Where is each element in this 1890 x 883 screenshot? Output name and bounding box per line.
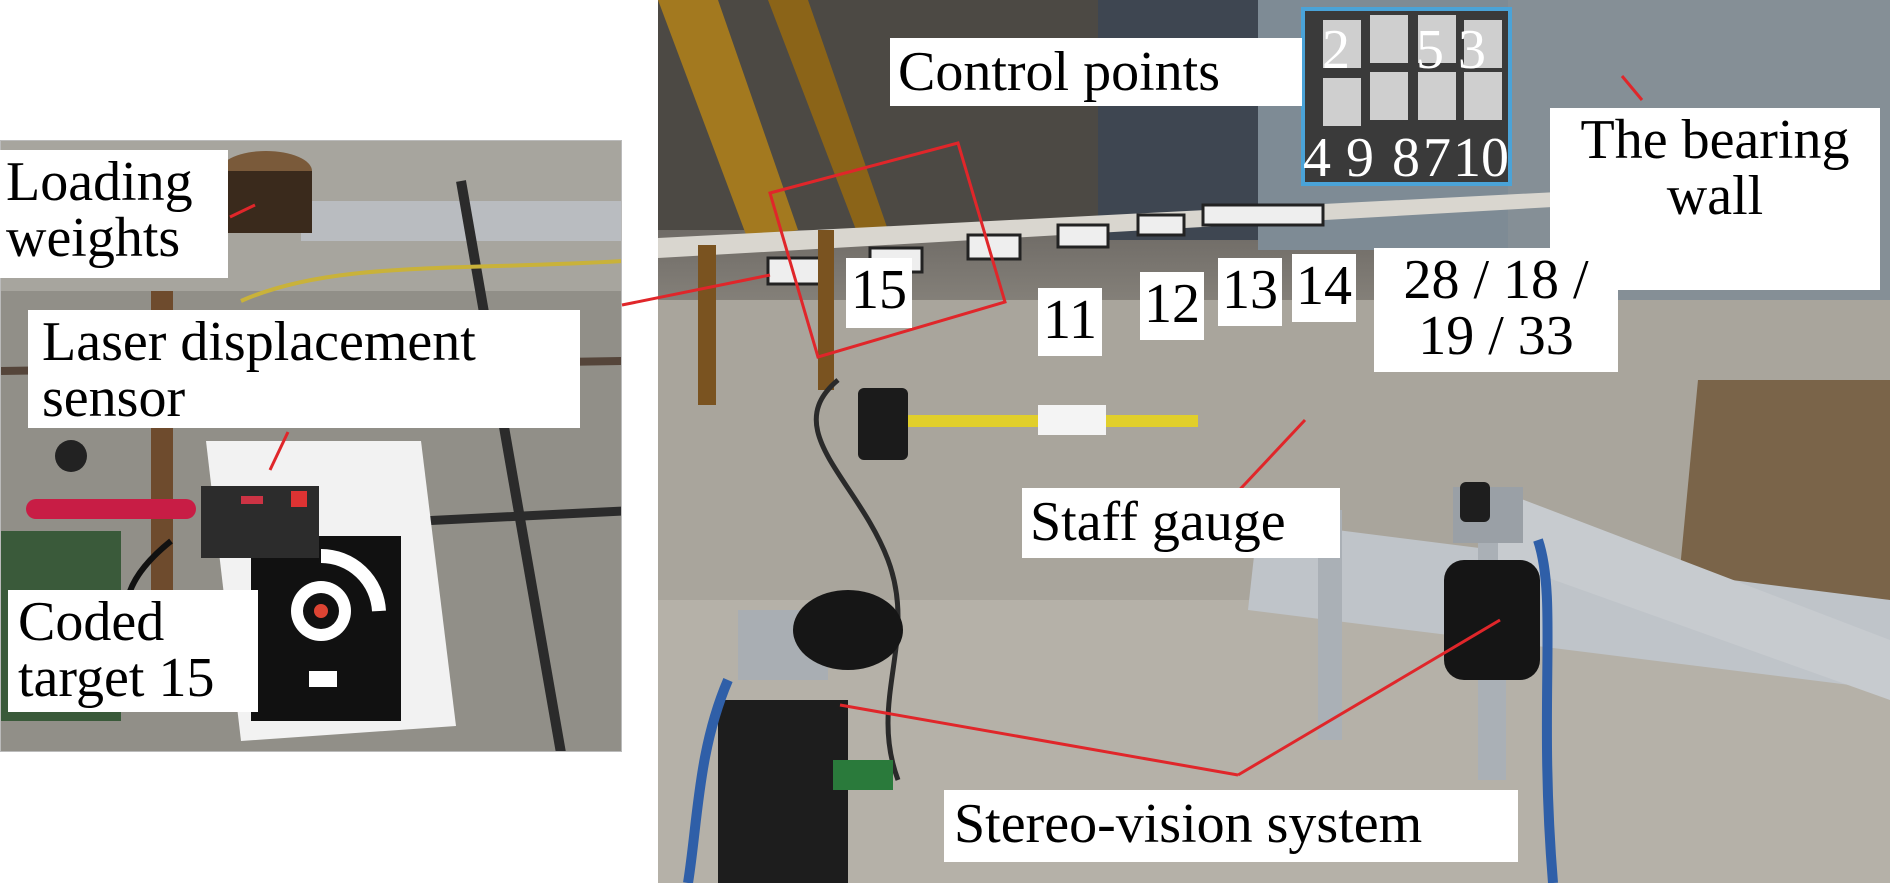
control-point-3: 3: [1458, 19, 1486, 81]
leader-stereo-right: [1237, 618, 1501, 777]
target-label-13: 13: [1218, 258, 1282, 326]
label-control-points: Control points: [890, 38, 1302, 106]
label-laser-line1: Laser displacement: [42, 311, 476, 373]
control-point-9: 9: [1346, 127, 1374, 189]
target-label-12: 12: [1140, 272, 1204, 340]
label-loading-weights-line2: weights: [6, 207, 181, 269]
target-label-15: 15: [846, 258, 912, 328]
leader-laser-sensor: [268, 431, 290, 471]
label-laser-sensor: Laser displacement sensor: [28, 310, 580, 428]
control-point-10: 10: [1453, 127, 1509, 189]
target-label-11: 11: [1038, 288, 1102, 356]
label-coded-target: Coded target 15: [8, 590, 258, 712]
aluminium-rail: [1248, 520, 1890, 690]
target-group-line2: 19 / 33: [1418, 305, 1574, 367]
right-camera-tripod-head: [1444, 560, 1540, 680]
label-laser-line2: sensor: [42, 367, 186, 429]
test-beam: [658, 192, 1588, 258]
label-bearing-line2: wall: [1666, 165, 1764, 227]
staff-gauge-handle: [858, 388, 908, 460]
clamp-rod: [26, 499, 196, 519]
control-point-7: 7: [1423, 127, 1451, 189]
leader-staff-gauge: [1228, 418, 1307, 502]
label-loading-weights: Loading weights: [0, 150, 228, 278]
weight-disc-body: [220, 171, 312, 233]
target-label-14: 14: [1292, 254, 1356, 322]
target-group-line1: 28 / 18 /: [1403, 249, 1589, 311]
label-bearing-line1: The bearing: [1580, 109, 1850, 171]
label-coded-line1: Coded: [18, 591, 165, 653]
leader-bearing-wall: [1620, 75, 1644, 101]
label-loading-weights-line1: Loading: [6, 151, 193, 213]
control-point-8: 8: [1392, 127, 1420, 189]
target-15-highlight-box: [768, 141, 1007, 359]
target-group-label: 28 / 18 / 19 / 33: [1374, 248, 1618, 372]
control-point-2: 2: [1322, 19, 1350, 81]
leader-loading-weights: [229, 203, 256, 219]
label-stereo-vision: Stereo-vision system: [944, 790, 1518, 862]
label-coded-line2: target 15: [18, 647, 215, 709]
left-camera-tripod: [718, 700, 848, 883]
label-staff-gauge: Staff gauge: [1022, 488, 1340, 558]
control-point-4: 4: [1303, 127, 1331, 189]
leader-inset-to-target: [621, 273, 771, 307]
steel-frame-left: [658, 0, 798, 240]
leader-stereo-left: [839, 703, 1239, 777]
left-camera-lens: [793, 590, 903, 670]
control-point-5: 5: [1416, 19, 1444, 81]
